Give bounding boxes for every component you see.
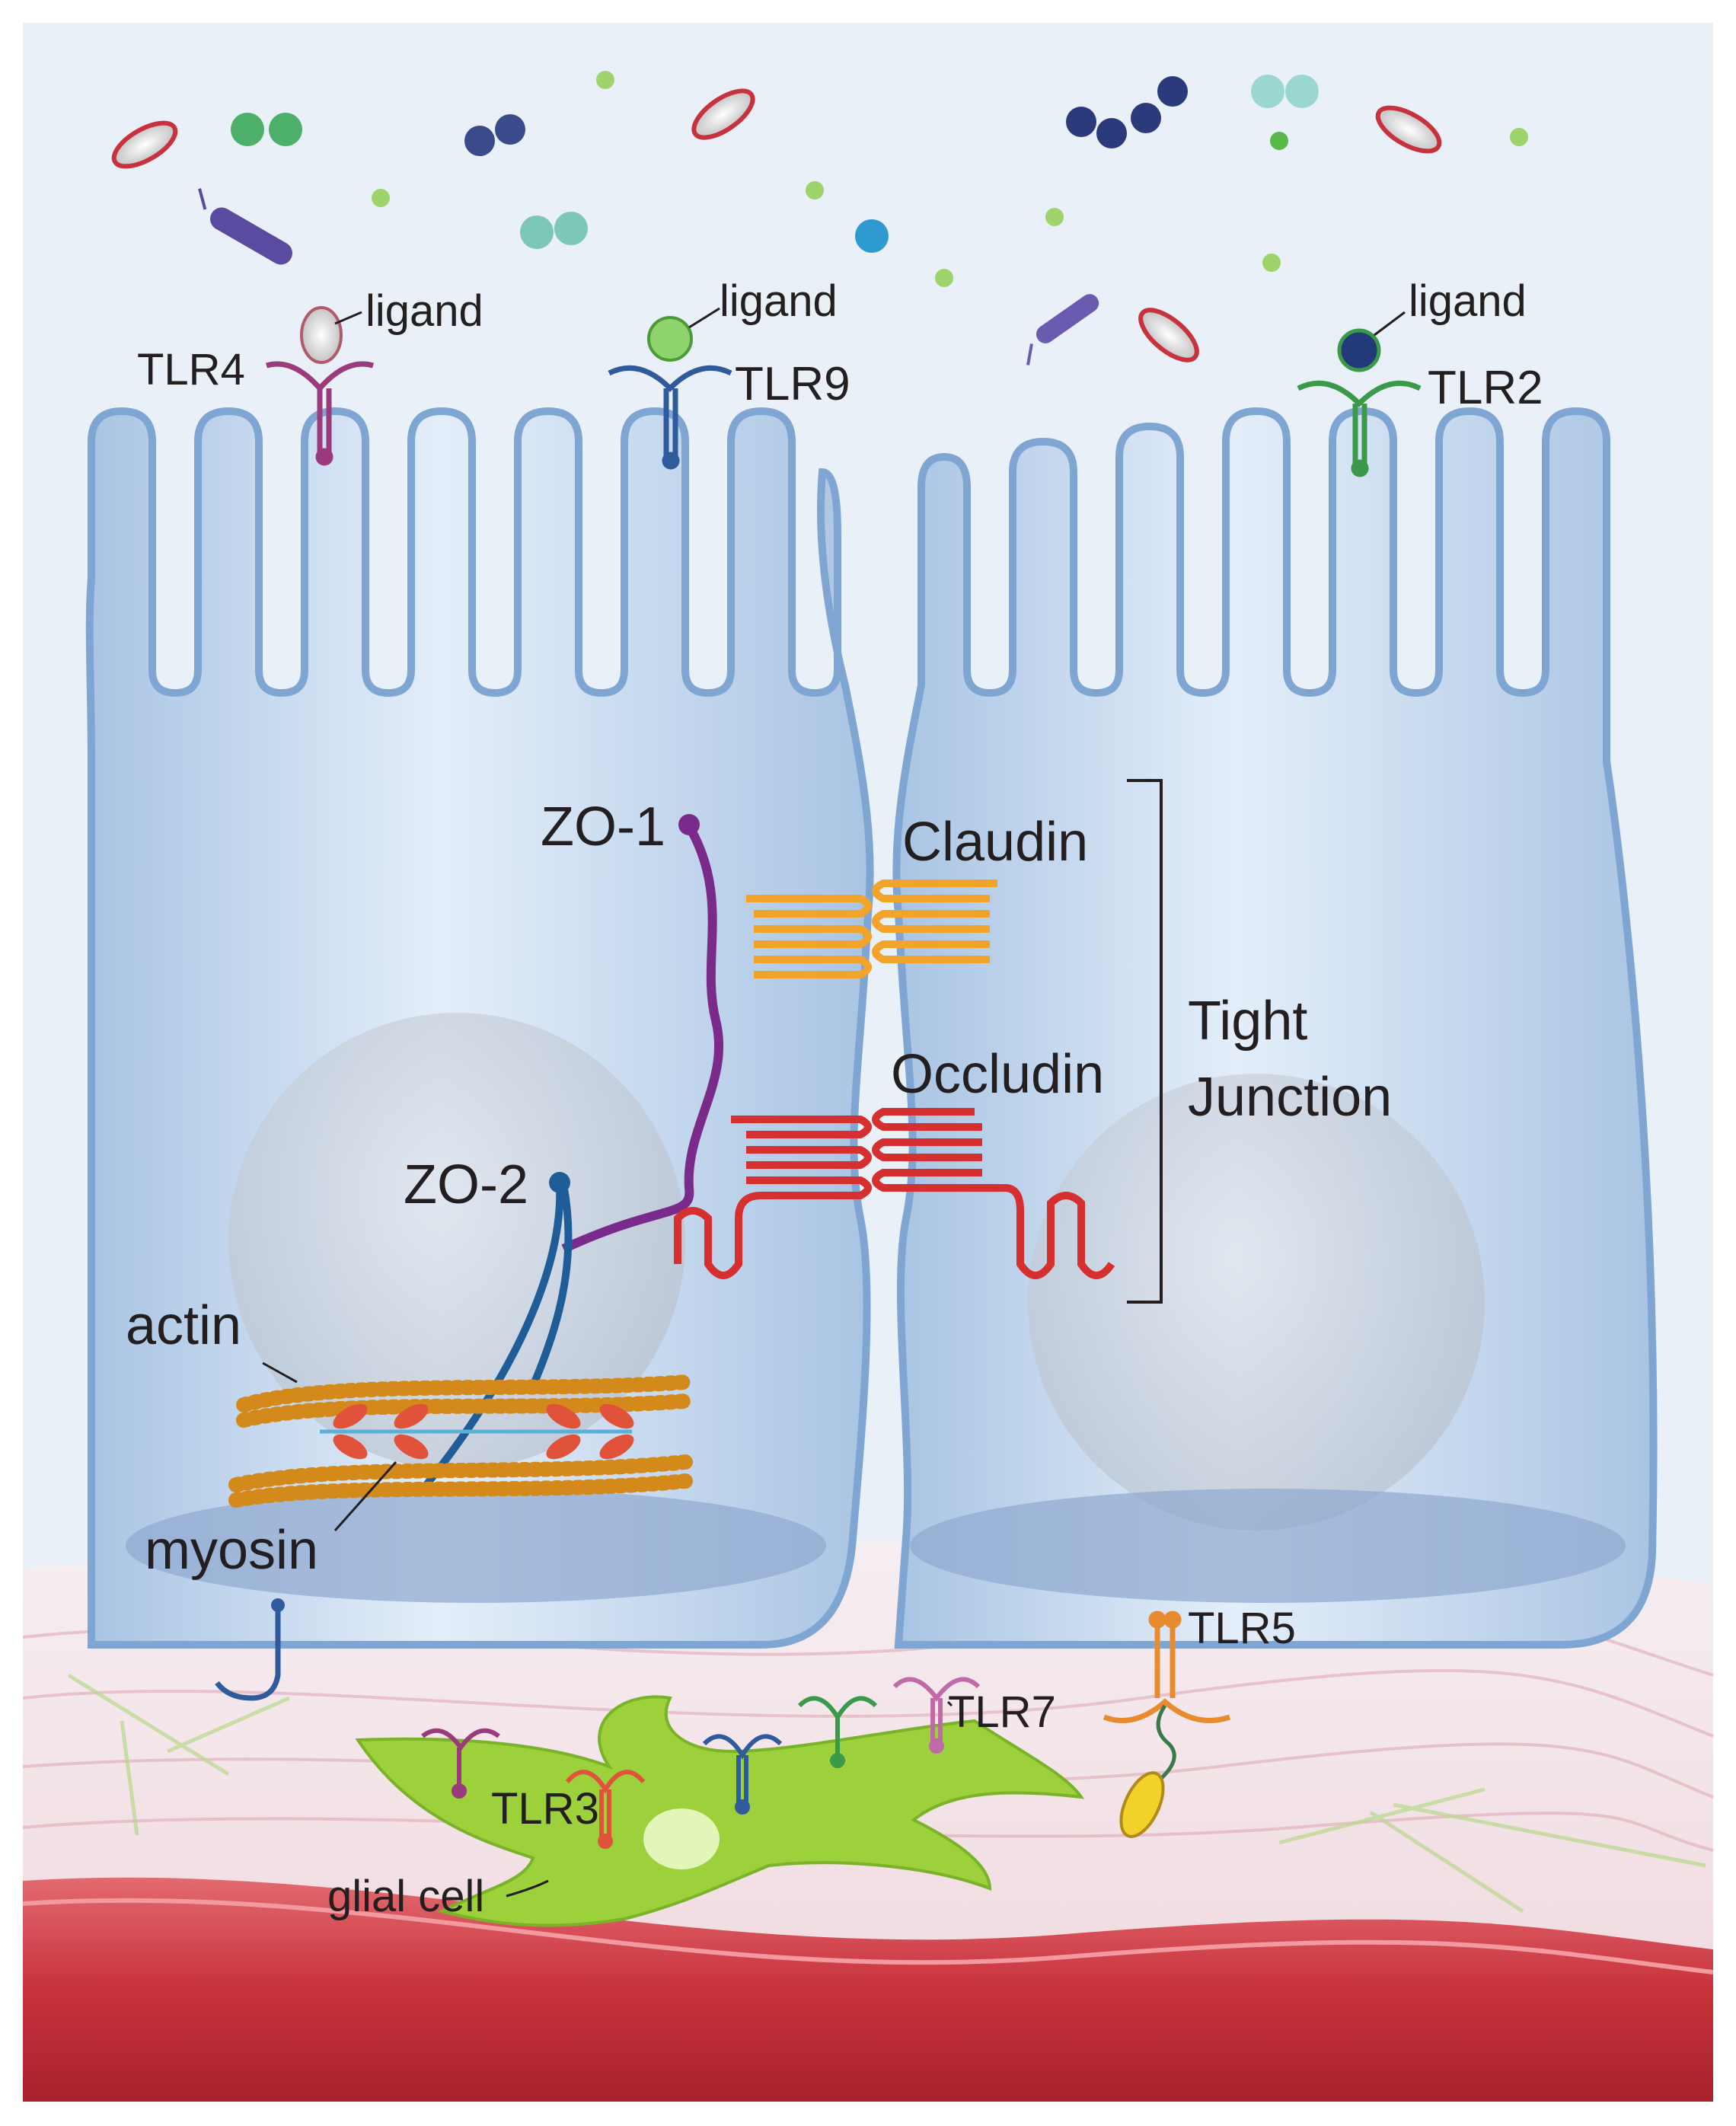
glial-cell xyxy=(355,1695,1085,1927)
tight-junction-label-line2: Junction xyxy=(1188,1067,1392,1128)
tlr7-label: TLR7 xyxy=(948,1687,1056,1737)
right-nucleus xyxy=(1028,1074,1485,1531)
tlr-basal-blue xyxy=(702,1734,783,1815)
tlr4-ligand xyxy=(300,306,343,364)
blood-vessel-highlight xyxy=(22,1898,1714,1974)
ligand-label-right: ligand xyxy=(1409,276,1527,326)
tlr9-receptor xyxy=(608,365,732,470)
tight-junction-label-line1: Tight xyxy=(1188,991,1307,1052)
ligand-label-mid: ligand xyxy=(720,276,838,326)
luminal-microbes xyxy=(111,71,1528,366)
zo2-label: ZO-2 xyxy=(404,1154,528,1215)
tlr9-label: TLR9 xyxy=(735,358,850,410)
tlr2-label: TLR2 xyxy=(1428,362,1543,414)
tlr-basal-purple xyxy=(421,1728,500,1799)
claudin-label: Claudin xyxy=(902,812,1088,873)
tlr2-receptor xyxy=(1297,380,1422,477)
actin-filaments xyxy=(228,1374,693,1508)
zo1-label: ZO-1 xyxy=(541,796,665,857)
glial-cell-label: glial cell xyxy=(327,1872,484,1921)
tlr5-label: TLR5 xyxy=(1188,1604,1296,1653)
tlr-basal-green xyxy=(797,1696,878,1768)
zo1-head xyxy=(678,814,700,835)
ligand-leader-lines xyxy=(334,307,1406,337)
zo2-protein xyxy=(423,1183,573,1488)
claudin-proteins xyxy=(746,879,997,978)
left-nucleus xyxy=(228,1013,685,1470)
tlr2-ligand xyxy=(1337,328,1381,372)
zo2-head xyxy=(549,1172,570,1193)
tlr3-label: TLR3 xyxy=(491,1784,599,1834)
myosin-label: myosin xyxy=(145,1520,318,1581)
basal-receptor-hook-tip xyxy=(271,1598,285,1612)
basal-receptor-hook xyxy=(215,1607,281,1701)
actin-label: actin xyxy=(126,1295,241,1356)
left-basal-plate xyxy=(126,1489,826,1603)
tlr4-receptor xyxy=(266,361,374,466)
tlr5-receptor xyxy=(1103,1610,1231,1723)
occludin-label: Occludin xyxy=(891,1044,1104,1105)
ligand-label-left: ligand xyxy=(365,286,483,336)
zo1-protein xyxy=(561,823,724,1253)
flagellated-bacterium xyxy=(1119,1704,1176,1838)
actin-myosin-leaders xyxy=(262,1361,397,1531)
faint-glial-cells xyxy=(67,1673,1706,1914)
tlr7-receptor xyxy=(892,1677,981,1754)
occludin-proteins xyxy=(674,1108,1115,1279)
tlr4-label: TLR4 xyxy=(137,345,245,394)
tight-junction-bracket xyxy=(1127,779,1163,1304)
right-basal-plate xyxy=(910,1489,1626,1603)
glial-nucleus xyxy=(643,1808,720,1869)
glial-leader-lines xyxy=(506,1700,953,1898)
tlr9-ligand xyxy=(647,316,693,362)
myosin-filament xyxy=(320,1403,634,1460)
blood-vessel xyxy=(23,1877,1713,2102)
tlr3-receptor xyxy=(565,1770,646,1849)
